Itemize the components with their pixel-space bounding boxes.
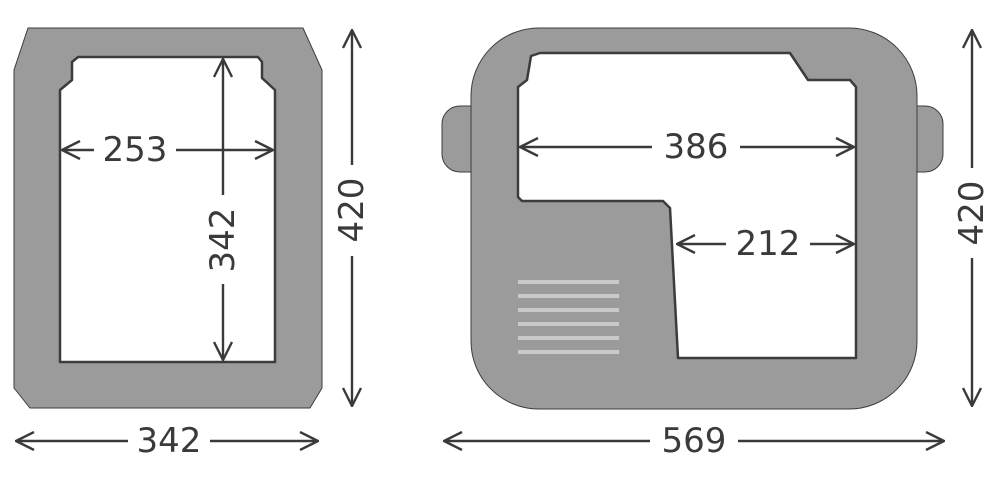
front-outer-width-label: 569 xyxy=(662,421,727,461)
front-inner-step-label: 212 xyxy=(736,224,801,264)
side-view-inner-compartment xyxy=(58,55,277,364)
side-outer-height-label: 420 xyxy=(332,178,372,243)
front-outer-height-label: 420 xyxy=(952,181,992,246)
front-inner-width-dimension: 386 xyxy=(520,127,854,167)
side-outer-height-dimension: 420 xyxy=(332,30,372,406)
front-view-vent-grille xyxy=(518,280,619,354)
front-view: 386 212 420 569 xyxy=(441,27,992,461)
front-inner-width-label: 386 xyxy=(664,127,729,167)
front-inner-step-dimension: 212 xyxy=(677,224,854,264)
side-inner-height-label: 342 xyxy=(203,208,243,273)
side-view: 253 342 420 342 xyxy=(13,27,372,461)
side-inner-width-dimension: 253 xyxy=(62,130,273,170)
side-inner-height-dimension: 342 xyxy=(203,59,243,360)
side-outer-width-label: 342 xyxy=(137,421,202,461)
front-outer-height-dimension: 420 xyxy=(952,30,992,406)
front-view-inner-compartment xyxy=(516,51,858,360)
front-outer-width-dimension: 569 xyxy=(444,421,944,461)
side-inner-width-label: 253 xyxy=(103,130,168,170)
side-outer-width-dimension: 342 xyxy=(16,421,318,461)
